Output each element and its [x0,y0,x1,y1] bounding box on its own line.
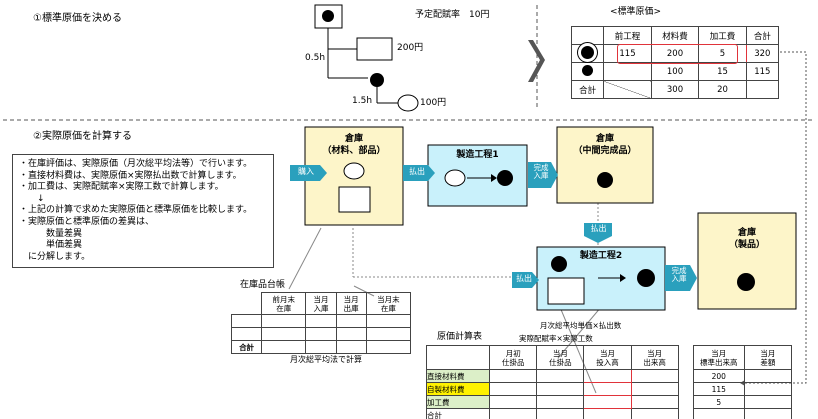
arrow-out1 [403,165,435,181]
std-cell [745,80,780,99]
cost-header: 当月 投入高 [583,345,632,370]
cost-header: 当月 差額 [743,345,793,370]
arrow-done2 [665,265,697,291]
tag-out3: 払出 [516,274,532,283]
ledger-header: 前月末 在庫 [261,292,307,315]
ledger-total-label: 合計 [230,340,263,354]
std-row-icon [570,44,605,63]
cost-row-label: 合計 [425,408,491,419]
tag-done2: 完成 入庫 [671,266,687,284]
std-cell: 300 [650,80,700,99]
tag-done1: 完成 入庫 [533,163,549,181]
tree-label-15h: 1.5h [352,96,373,106]
note-line: ↓ [19,193,45,204]
std-total-label: 合計 [570,80,605,99]
arrow-done1 [528,162,558,188]
cost-header: 当月 標準出来高 [692,345,745,370]
std-cell: 20 [698,80,747,99]
ledger-header-blank [231,292,263,315]
tree-label-05h: 0.5h [305,53,326,63]
ledger-header: 当月末 在庫 [365,292,412,315]
inventory-ledger-table: 前月末 在庫 当月 入庫 当月 出庫 当月末 在庫 合計 [230,292,412,354]
note-line: ・直接材料費は、実際原価×実際払出数で計算します。 [19,170,242,181]
ledger-header: 当月 出庫 [335,292,367,315]
note-line: に分解します。 [19,251,91,262]
cost-calc-table: 月初 仕掛品 当月 仕掛品 当月 投入高 当月 出来高 当月 標準出来高 当月 … [425,345,793,419]
arrow-out2 [584,223,612,243]
note-line: 単価差異 [19,240,83,251]
std-row-icon [570,62,605,81]
std-cell: 15 [698,62,747,81]
cost-row-label: 直接材料費 [425,369,491,383]
tree-oval-100 [397,94,419,112]
cost-header: 月初 仕掛品 [489,345,538,370]
note-line: ・加工費は、実際配賦率×実際工数で計算します。 [19,182,224,193]
ledger-header: 当月 入庫 [305,292,337,315]
tag-in: 購入 [292,167,320,177]
cost-note2: 実際配賦率×実際工数 [519,334,593,343]
cost-std-value: 200 [692,369,745,383]
std-header: 材料費 [650,26,700,45]
std-cost-table: 前工程 材料費 加工費 合計 115 200 5 320 100 15 115 … [570,26,780,99]
rate-label: 予定配賦率 10円 [415,10,490,20]
std-cell: 115 [745,62,780,81]
std-cell: 320 [745,44,780,63]
ledger-title: 在庫品台帳 [240,280,286,290]
tree-label-200: 200円 [397,43,424,53]
cost-note1: 月次総平均単価×払出数 [540,321,622,330]
cost-std-value: 115 [692,382,745,396]
std-dot-boxed-icon [581,45,595,59]
note-line: 数量差異 [19,228,83,239]
arrow-out3 [512,272,539,288]
process2-label: 製造工程2 [579,251,623,261]
std-highlight-outline [617,44,738,64]
std-cell [603,62,652,81]
tag-out2: 払出 [590,224,607,233]
warehouse-wip-label: 倉庫 （中間完成品） [573,134,637,156]
tag-out1: 払出 [409,167,425,176]
std-header: 加工費 [698,26,747,45]
note-line: ・上記の計算で求めた実際原価と標準原価を比較します。 [19,205,253,216]
std-dot-icon [582,64,594,76]
tree-dot-mid [370,73,384,87]
cost-header: 当月 仕掛品 [536,345,585,370]
cost-row-label: 自製材料費 [425,382,491,396]
tree-label-100: 100円 [420,98,447,108]
std-header: 合計 [745,26,780,45]
cost-row-label: 加工費 [425,395,491,409]
process1-label: 製造工程1 [456,150,499,160]
cost-header: 当月 出来高 [630,345,679,370]
warehouse-materials-label: 倉庫 （材料、部品） [322,134,386,156]
section2-title: ②実際原価を計算する [33,131,132,142]
tree-box-200 [356,37,393,61]
note-line: ・在庫評価は、実際原価（月次総平均法等）で行います。 [19,159,253,169]
std-cell: 100 [650,62,700,81]
std-table-title: <標準原価> [610,7,662,17]
warehouse-products-label: 倉庫 （製品） [728,228,765,250]
std-header-blank [570,26,605,45]
ledger-footer: 月次総平均法で計算 [290,355,362,364]
cost-std-value: 5 [692,395,745,409]
tree-root-dot [322,10,334,22]
std-header: 前工程 [603,26,652,45]
std-cell-slash [603,80,652,99]
note-line: ・実際原価と標準原価の差異は、 [19,216,155,227]
cost-table-title: 原価計算表 [437,332,483,342]
notes-box: ・在庫評価は、実際原価（月次総平均法等）で行います。 ・直接材料費は、実際原価×… [12,154,274,268]
section1-title: ①標準原価を決める [33,13,122,24]
